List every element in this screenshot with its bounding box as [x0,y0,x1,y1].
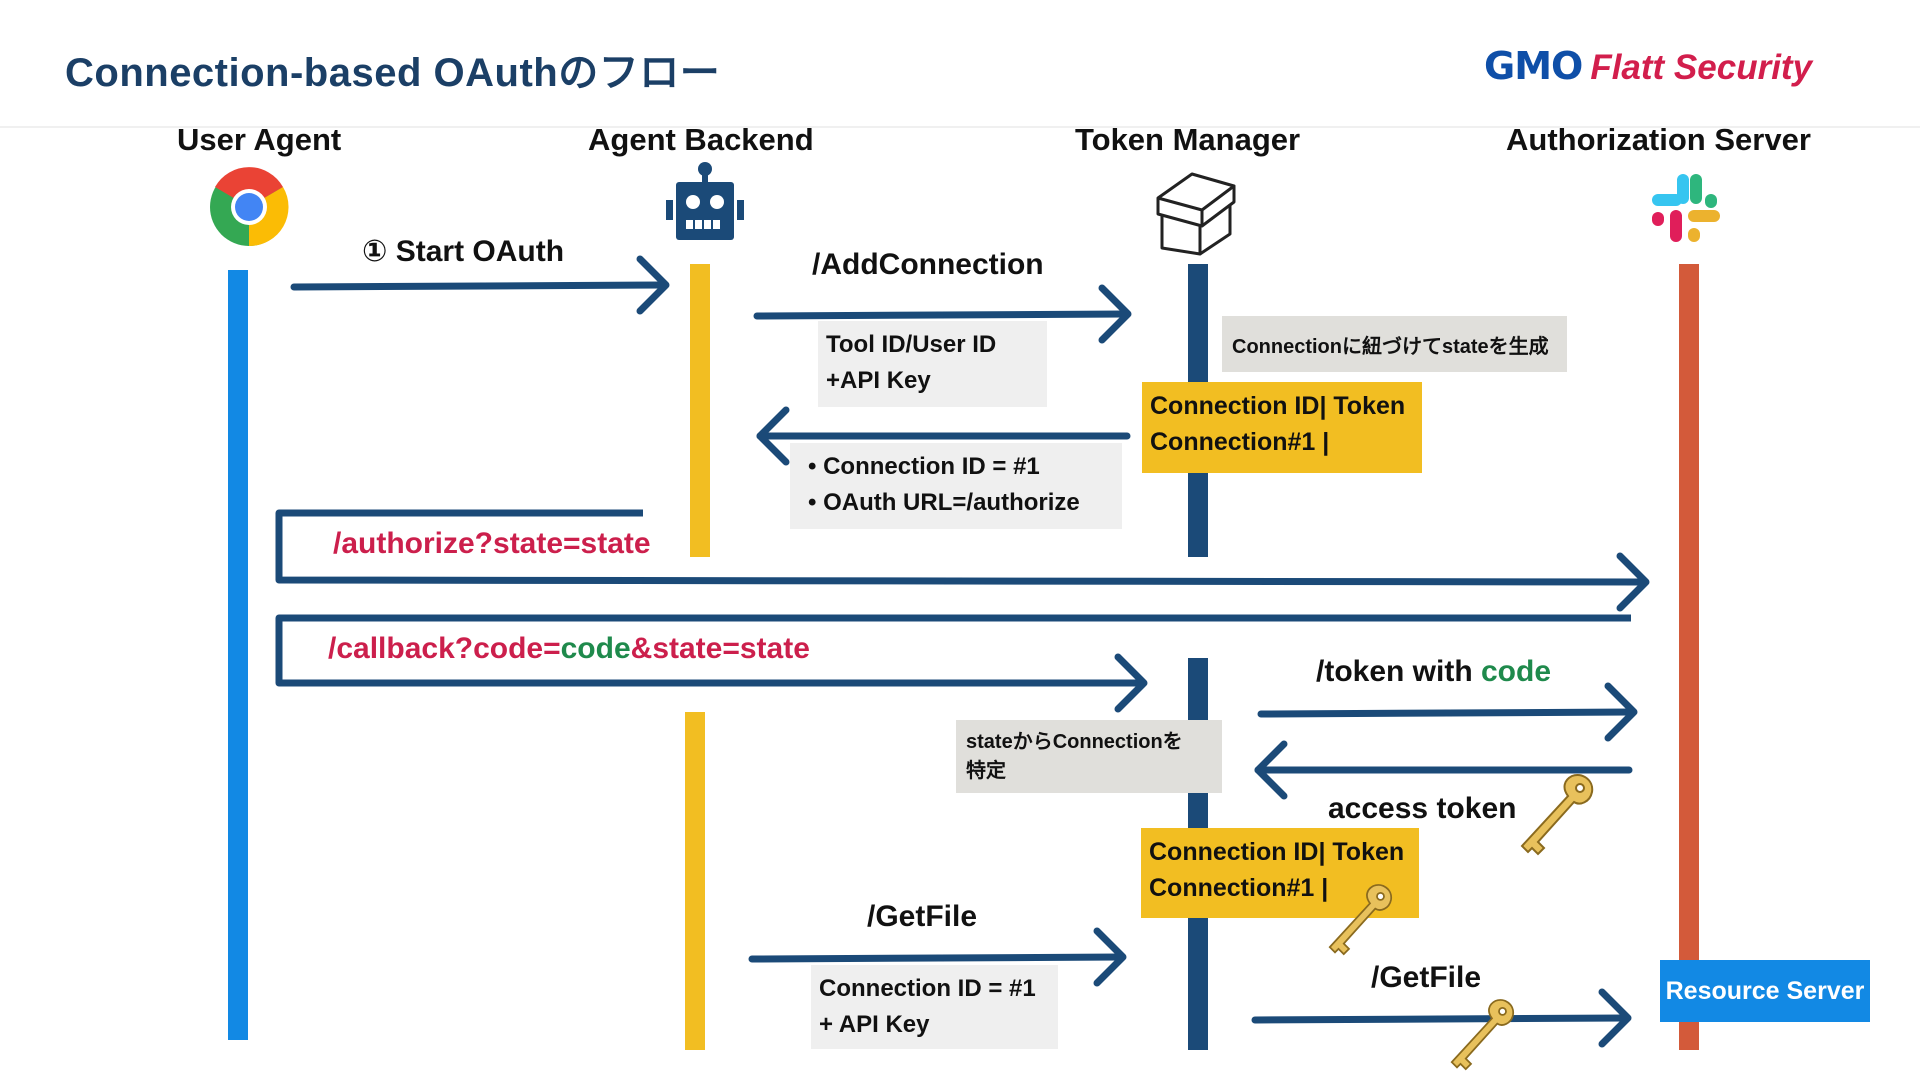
lifeline-user-agent [228,270,248,1040]
note-line: 特定 [966,760,1006,782]
store-col-connection-id: Connection ID [1149,838,1319,866]
return-item: OAuth URL=/authorize [823,489,1080,516]
actor-agent-backend: Agent Backend [588,122,814,157]
arrow-return-connection [756,406,1131,466]
callback-part: /callback?code= [328,632,561,665]
token-store-1: Connection ID| Token Connection#1 | [1142,382,1422,473]
arrow-token-request [1257,682,1638,742]
logo-brand: Flatt Security [1590,48,1813,87]
header-divider [0,126,1920,128]
note-add-connection-params: Tool ID/User ID +API Key [818,321,1047,407]
token-code-text: code [1481,655,1552,688]
key-icon [1450,999,1514,1071]
param-line: +API Key [826,367,931,394]
resource-server-box: Resource Server [1660,960,1870,1022]
chrome-icon [210,167,289,247]
arrow-add-connection [753,284,1132,344]
store-col-connection-id: Connection ID [1150,392,1320,420]
param-line: Connection ID = #1 [819,975,1036,1002]
note-generate-state: Connectionに紐づけてstateを生成 [1222,316,1567,372]
arrow-authorize [275,509,1650,612]
lifeline-authorization-server [1679,264,1699,1050]
store-row-connection: Connection#1 [1149,874,1315,902]
label-callback: /callback?code=code&state=state [328,632,810,666]
label-add-connection: /AddConnection [812,248,1044,281]
return-item: Connection ID = #1 [823,453,1040,480]
lifeline-agent-backend-2 [685,712,705,1050]
store-row-connection: Connection#1 [1150,428,1316,456]
arrow-callback [275,614,1631,713]
label-access-token: access token [1328,792,1517,825]
label-get-file: /GetFile [867,900,978,933]
note-state-lookup: stateからConnectionを 特定 [956,720,1222,793]
store-col-token: Token [1332,838,1405,866]
actor-authorization-server: Authorization Server [1506,122,1811,157]
token-store-2: Connection ID| Token Connection#1 | [1141,828,1419,918]
arrow-access-token [1254,740,1633,800]
note-get-file-params: Connection ID = #1 + API Key [811,965,1058,1049]
lifeline-agent-backend-1 [690,264,710,557]
label-start-oauth: ① Start OAuth [362,235,565,268]
slack-icon [1652,174,1720,242]
key-icon [1328,884,1392,956]
page-title: Connection-based OAuthのフロー [65,51,721,95]
actor-token-manager: Token Manager [1075,122,1301,157]
param-line: + API Key [819,1011,930,1038]
key-icon [1520,774,1594,856]
token-with-text: /token with [1316,655,1481,688]
store-col-token: Token [1333,392,1406,420]
callback-part: &state=state [630,632,810,665]
callback-code: code [560,632,631,665]
arrow-get-file-resource [1251,988,1632,1048]
logo-gmo: GMO [1484,44,1583,88]
note-line: stateからConnectionを [966,731,1183,753]
robot-icon [666,162,744,240]
label-get-file-resource: /GetFile [1371,961,1482,994]
actor-user-agent: User Agent [177,122,342,157]
note-return-connection: • Connection ID = #1 • OAuth URL=/author… [790,443,1122,529]
box-icon [1156,172,1236,256]
label-authorize: /authorize?state=state [333,527,651,560]
param-line: Tool ID/User ID [826,331,997,358]
arrow-get-file [748,927,1127,987]
arrow-start-oauth [290,255,670,315]
label-token-request: /token with code [1316,655,1551,689]
